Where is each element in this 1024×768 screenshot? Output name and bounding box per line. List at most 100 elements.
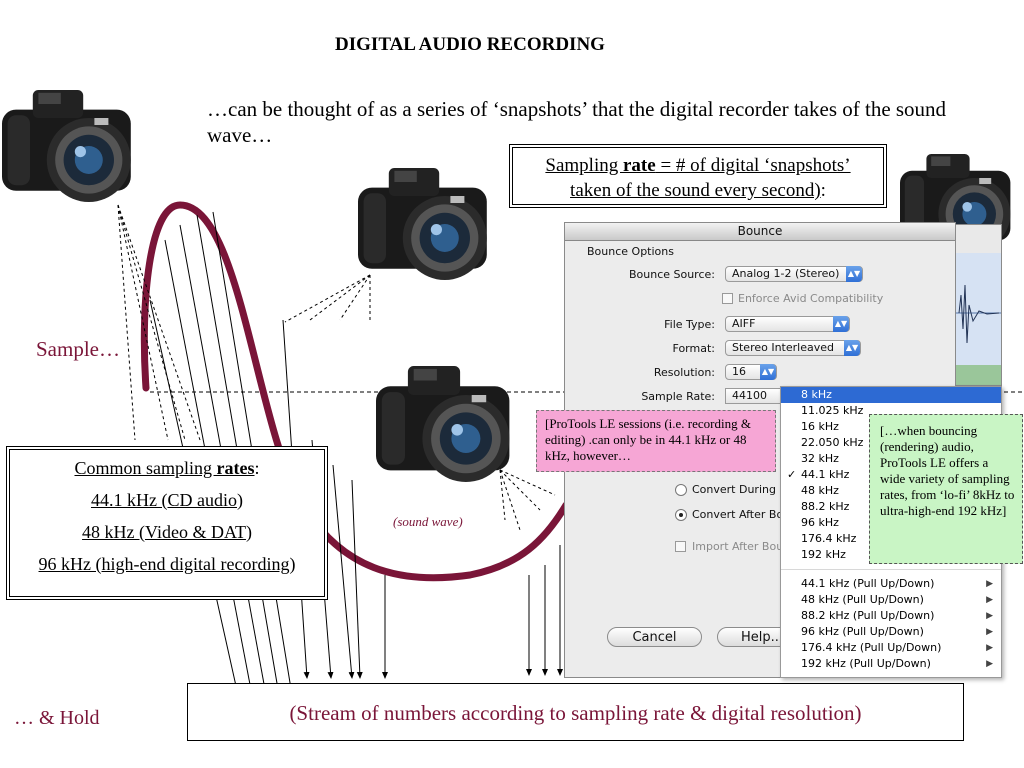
stream-box: (Stream of numbers according to sampling…: [187, 683, 964, 741]
menu-item-label: 48 kHz (Pull Up/Down): [801, 593, 924, 606]
sampling-bold: rate: [623, 155, 656, 176]
camera-icon: [358, 168, 487, 280]
sample-label: Sample…: [36, 337, 120, 361]
menu-item-88khz[interactable]: 88.2 kHz: [781, 499, 1001, 515]
sound-wave-label: (sound wave): [393, 514, 463, 529]
sampling-rate-box: Sampling rate = # of digital ‘snapshots’…: [509, 144, 887, 208]
menu-item-pull[interactable]: 88.2 kHz (Pull Up/Down) ▶: [781, 608, 1001, 624]
file-type-popup[interactable]: AIFF ▲▼: [725, 316, 850, 332]
menu-item-label: 96 kHz (Pull Up/Down): [801, 625, 924, 638]
resolution-value: 16: [732, 365, 746, 378]
bounce-source-value: Analog 1-2 (Stereo): [732, 267, 840, 280]
common-heading-tail: :: [254, 458, 260, 478]
menu-item-label: 88.2 kHz: [801, 500, 850, 513]
sampling-tail: :: [820, 180, 826, 201]
camera-icon: [376, 366, 510, 482]
menu-item-label: 96 kHz: [801, 516, 839, 529]
rate-item-tail: ): [245, 522, 252, 542]
bounce-source-popup[interactable]: Analog 1-2 (Stereo) ▲▼: [725, 266, 863, 282]
waveform-icon: [953, 225, 1001, 385]
menu-item-pull[interactable]: 176.4 kHz (Pull Up/Down) ▶: [781, 640, 1001, 656]
menu-item-44khz[interactable]: ✓ 44.1 kHz: [781, 467, 1001, 483]
format-popup[interactable]: Stereo Interleaved ▲▼: [725, 340, 861, 356]
submenu-arrow-icon: ▶: [986, 643, 993, 653]
rate-item: 96 kHz (high-end digital recording: [38, 554, 290, 574]
file-type-value: AIFF: [732, 317, 756, 330]
submenu-arrow-icon: ▶: [986, 595, 993, 605]
menu-item-label: 192 kHz (Pull Up/Down): [801, 657, 931, 670]
menu-item-label: 192 kHz: [801, 548, 846, 561]
rate-item: 48 kHz (Video & DAT: [82, 522, 246, 542]
common-rates-box: Common sampling rates: 44.1 kHz (CD audi…: [6, 446, 328, 600]
rate-item-tail: ): [289, 554, 296, 574]
submenu-arrow-icon: ▶: [986, 627, 993, 637]
menu-item-32khz[interactable]: 32 kHz: [781, 451, 1001, 467]
bounce-source-label: Bounce Source:: [628, 268, 715, 281]
menu-item-96khz[interactable]: 96 kHz: [781, 515, 1001, 531]
popup-arrow-icon: ▲▼: [846, 266, 862, 282]
convert-during-label: Convert During B: [692, 483, 788, 496]
bounce-rates-note: […when bouncing (rendering) audio, ProTo…: [869, 414, 1023, 564]
menu-item-label: 32 kHz: [801, 452, 839, 465]
import-after-label: Import After Bou: [692, 540, 784, 553]
enforce-label: Enforce Avid Compatibility: [738, 292, 884, 305]
menu-item-label: 176.4 kHz (Pull Up/Down): [801, 641, 942, 654]
menu-item-label: 176.4 kHz: [801, 532, 857, 545]
menu-item-label: 8 kHz: [801, 388, 832, 401]
page-title: DIGITAL AUDIO RECORDING: [335, 34, 605, 55]
format-label: Format:: [672, 342, 715, 355]
menu-item-11khz[interactable]: 11.025 kHz: [781, 403, 1001, 419]
menu-item-pull[interactable]: 48 kHz (Pull Up/Down) ▶: [781, 592, 1001, 608]
rate-item-tail: ): [236, 490, 243, 510]
popup-arrow-icon: ▲▼: [760, 364, 776, 380]
sampling-line1: = # of digital ‘snapshots’: [655, 155, 851, 176]
common-heading: Common sampling: [74, 458, 217, 478]
sample-rate-field[interactable]: 44100: [725, 388, 785, 404]
bounce-options-label: Bounce Options: [587, 245, 674, 258]
submenu-arrow-icon: ▶: [986, 659, 993, 669]
menu-item-pull[interactable]: 192 kHz (Pull Up/Down) ▶: [781, 656, 1001, 672]
menu-item-label: 88.2 kHz (Pull Up/Down): [801, 609, 935, 622]
sampling-line2: taken of the sound every second): [570, 180, 821, 201]
submenu-arrow-icon: ▶: [986, 579, 993, 589]
waveform-window: [952, 224, 1002, 386]
sample-rate-label: Sample Rate:: [641, 390, 715, 403]
menu-item-label: 16 kHz: [801, 420, 839, 433]
resolution-popup[interactable]: 16 ▲▼: [725, 364, 777, 380]
menu-item-192khz[interactable]: 192 kHz: [781, 547, 1001, 563]
menu-item-48khz[interactable]: 48 kHz: [781, 483, 1001, 499]
menu-item-label: 44.1 kHz (Pull Up/Down): [801, 577, 935, 590]
sampling-pre: Sampling: [545, 155, 623, 176]
resolution-label: Resolution:: [653, 366, 715, 379]
menu-item-label: 22.050 kHz: [801, 436, 864, 449]
menu-item-8khz[interactable]: 8 kHz: [781, 387, 1001, 403]
protools-le-note: [ProTools LE sessions (i.e. recording & …: [536, 410, 776, 472]
convert-during-radio[interactable]: [675, 484, 687, 496]
menu-separator: [781, 569, 1001, 570]
menu-item-label: 11.025 kHz: [801, 404, 864, 417]
sample-rate-value: 44100: [732, 389, 767, 402]
checkmark-icon: ✓: [787, 468, 797, 481]
menu-item-label: 48 kHz: [801, 484, 839, 497]
convert-after-radio[interactable]: [675, 509, 687, 521]
format-value: Stereo Interleaved: [732, 341, 834, 354]
import-after-checkbox[interactable]: [675, 541, 686, 552]
hold-label: … & Hold: [14, 707, 100, 729]
menu-item-22khz[interactable]: 22.050 kHz: [781, 435, 1001, 451]
cancel-button[interactable]: Cancel: [607, 627, 702, 647]
menu-item-16khz[interactable]: 16 kHz: [781, 419, 1001, 435]
menu-item-176khz[interactable]: 176.4 kHz: [781, 531, 1001, 547]
intro-text: …can be thought of as a series of ‘snaps…: [207, 97, 947, 147]
file-type-label: File Type:: [664, 318, 715, 331]
menu-item-pull[interactable]: 96 kHz (Pull Up/Down) ▶: [781, 624, 1001, 640]
rate-item: 44.1 kHz (CD audio: [91, 490, 237, 510]
camera-icon: [2, 90, 131, 202]
popup-arrow-icon: ▲▼: [833, 316, 849, 332]
enforce-checkbox[interactable]: [722, 293, 733, 304]
convert-after-label: Convert After Bo: [692, 508, 784, 521]
common-heading-bold: rates: [216, 458, 255, 478]
popup-arrow-icon: ▲▼: [844, 340, 860, 356]
menu-item-label: 44.1 kHz: [801, 468, 850, 481]
submenu-arrow-icon: ▶: [986, 611, 993, 621]
menu-item-pull[interactable]: 44.1 kHz (Pull Up/Down) ▶: [781, 576, 1001, 592]
